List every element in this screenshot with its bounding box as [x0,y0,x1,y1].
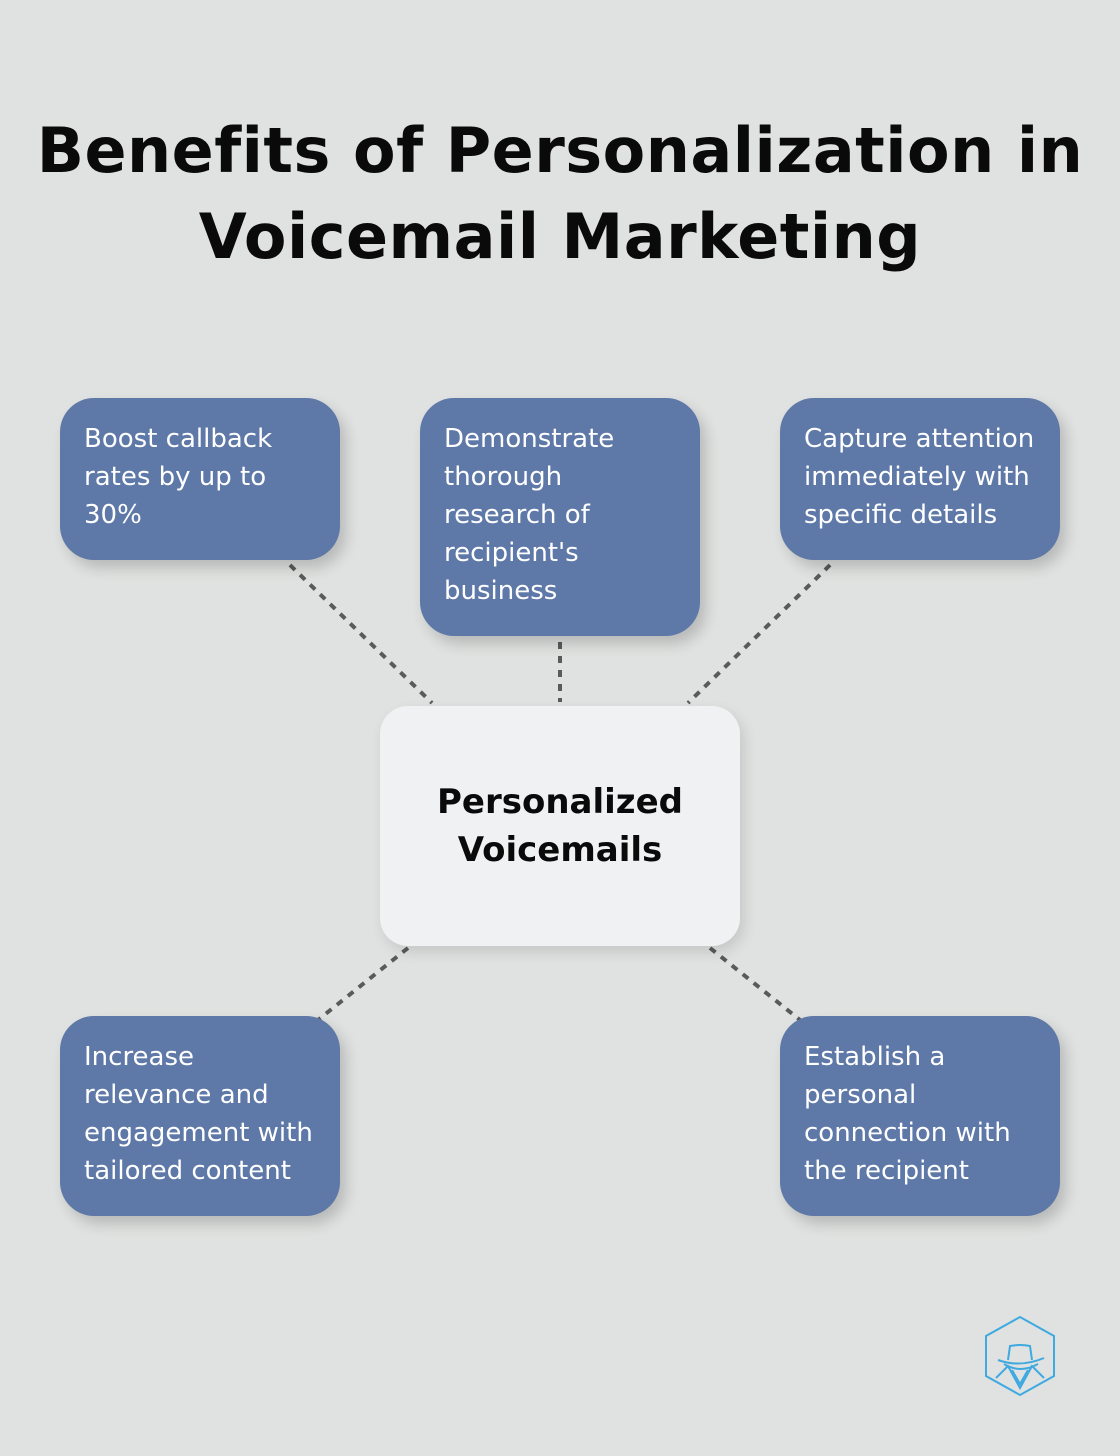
connector-top-left [288,563,434,705]
center-node: Personalized Voicemails [380,706,740,946]
benefit-text: Establish a personal connection with the… [804,1042,1011,1186]
connector-bottom-right [708,946,802,1022]
connector-bottom-left [316,946,410,1022]
connector-top-right [686,563,832,705]
benefit-box-connection: Establish a personal connection with the… [780,1016,1060,1216]
benefit-box-research: Demonstrate thorough research of recipie… [420,398,700,636]
diagram-title: Benefits of Personalization in Voicemail… [36,114,1084,273]
benefit-box-callback: Boost callback rates by up to 30% [60,398,340,560]
benefit-text: Boost callback rates by up to 30% [84,424,273,530]
benefit-text: Demonstrate thorough research of recipie… [444,424,615,606]
benefit-box-relevance: Increase relevance and engagement with t… [60,1016,340,1216]
spy-hat-logo-icon [985,1315,1055,1397]
benefit-text: Capture attention immediately with speci… [804,424,1035,530]
center-label: Personalized Voicemails [437,782,683,870]
benefit-box-attention: Capture attention immediately with speci… [780,398,1060,560]
benefit-text: Increase relevance and engagement with t… [84,1042,313,1186]
